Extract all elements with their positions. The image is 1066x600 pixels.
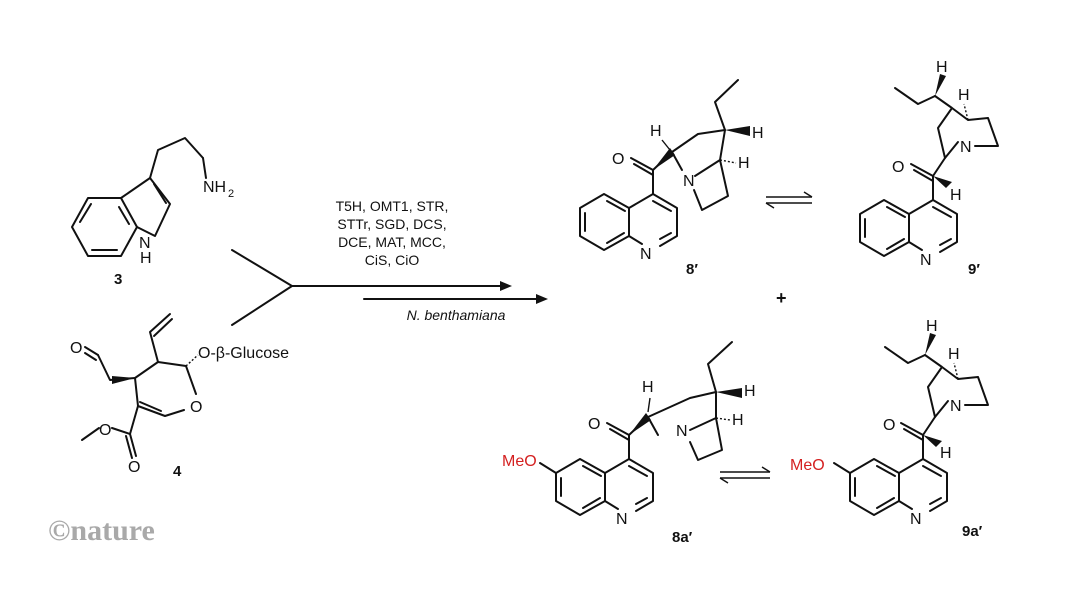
compound-label-9a-prime: 9a′ [962,523,983,540]
p8a-oxygen: O [588,416,600,433]
p9a-methoxy: MeO [790,457,825,474]
enzyme-line-1: T5H, OMT1, STR, [336,198,449,214]
p9a-h2: H [926,318,938,335]
p8-oxygen: O [612,151,624,168]
p8-ring-n: N [640,246,652,263]
compound-3-tryptamine: NH 2 N H 3 [71,137,234,288]
equilibrium-arrow-top [765,191,813,209]
compound-label-3: 3 [114,271,122,288]
tryptamine-amine-subscript: 2 [228,188,234,200]
compound-label-8-prime: 8′ [686,261,698,278]
p8-h1: H [650,123,662,140]
p9-h3: H [958,87,970,104]
secologanin-aldehyde-oxygen: O [70,340,82,357]
compound-label-8a-prime: 8a′ [672,529,693,546]
expression-host: N. benthamiana [407,307,506,323]
equilibrium-arrow-bottom [719,466,771,484]
tryptamine-ring-h: H [140,250,152,267]
p8a-ring-n: N [616,511,628,528]
nature-logo: ©nature [48,514,155,547]
reaction-arrow [231,249,548,326]
p9a-bridge-n: N [950,398,962,415]
p8-bridge-n: N [683,173,695,190]
p8-h3: H [738,155,750,172]
p9-h1: H [950,187,962,204]
p9a-ring-n: N [910,511,922,528]
compound-label-9-prime: 9′ [968,261,980,278]
tryptamine-amine: NH [203,179,226,196]
p9-oxygen: O [892,159,904,176]
p8a-methoxy: MeO [502,453,537,470]
enzyme-line-3: DCE, MAT, MCC, [338,234,446,250]
enzyme-line-4: CiS, CiO [365,252,420,268]
compound-9a-prime: N MeO O H N H H 9a′ [790,318,989,540]
p9-ring-n: N [920,252,932,269]
p8a-h2: H [744,383,756,400]
p8a-bridge-n: N [676,423,688,440]
p9-h2: H [936,59,948,76]
compound-label-4: 4 [173,463,182,480]
p9a-h3: H [948,346,960,363]
p9-bridge-n: N [960,139,972,156]
tryptamine-ring-n: N [139,235,151,252]
compound-8-prime: N O H N H H 8′ [579,79,764,278]
p9a-oxygen: O [883,417,895,434]
plus-sign: + [776,288,787,308]
compound-9-prime: N O H N H H 9′ [859,59,999,278]
p8a-h1: H [642,379,654,396]
secologanin-glucoside: O-β-Glucose [198,345,289,362]
compound-4-secologanin: O O-β-Glucose O O O 4 [70,313,289,480]
secologanin-ester-oxygen: O [99,422,111,439]
reaction-conditions: T5H, OMT1, STR, STTr, SGD, DCS, DCE, MAT… [336,198,506,323]
p9a-h1: H [940,445,952,462]
secologanin-carbonyl-oxygen: O [128,459,140,476]
enzyme-line-2: STTr, SGD, DCS, [337,216,446,232]
secologanin-ring-oxygen: O [190,399,202,416]
p8-h2: H [752,125,764,142]
compound-8a-prime: N MeO O H N H H 8a′ [502,341,756,546]
p8a-h3: H [732,412,744,429]
